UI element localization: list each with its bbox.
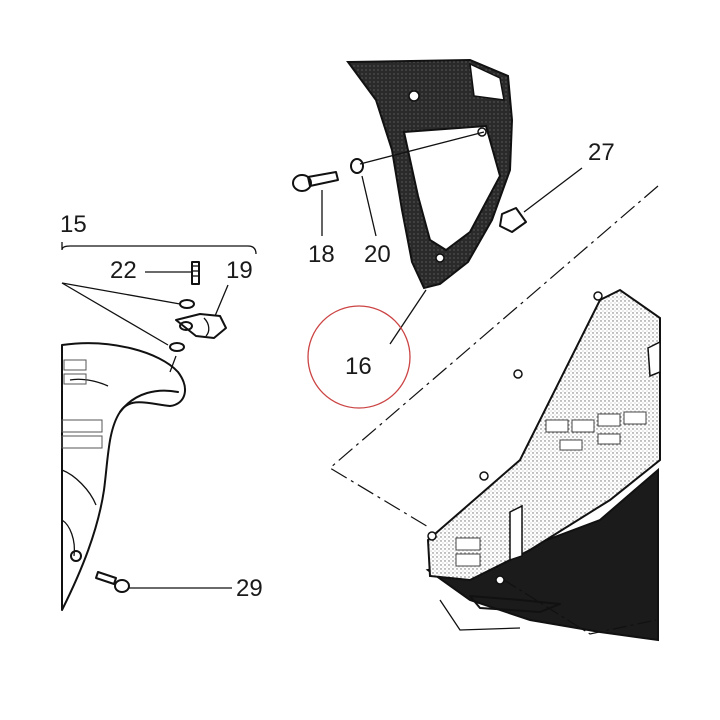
callout-22: 22	[110, 257, 137, 284]
pin-22	[191, 261, 200, 285]
callout-19: 19	[226, 257, 253, 284]
callout-29: 29	[236, 575, 263, 602]
left-fairing-panel	[61, 342, 186, 611]
highlight-ring-16	[307, 305, 411, 409]
washer-a	[179, 299, 195, 309]
callout-20: 20	[364, 241, 391, 268]
clip-19	[175, 313, 227, 339]
callout-15: 15	[60, 211, 87, 238]
bracket-15	[61, 242, 257, 255]
leader-bottom-right	[503, 579, 657, 635]
mounting-hole	[70, 550, 82, 562]
grommet-27	[499, 207, 527, 233]
texture-emblem-left	[61, 359, 103, 449]
texture-emblem-right	[455, 411, 647, 567]
callout-27: 27	[588, 139, 615, 166]
part-16-bracket	[346, 58, 514, 290]
washer-b	[169, 342, 185, 352]
callout-16: 16	[345, 353, 372, 380]
screw-29	[95, 571, 130, 593]
bolt-18	[292, 171, 339, 192]
callout-18: 18	[308, 241, 335, 268]
dashed-alignment-line	[328, 185, 659, 529]
washer-20	[350, 158, 364, 174]
right-panel-assembly	[425, 288, 661, 642]
